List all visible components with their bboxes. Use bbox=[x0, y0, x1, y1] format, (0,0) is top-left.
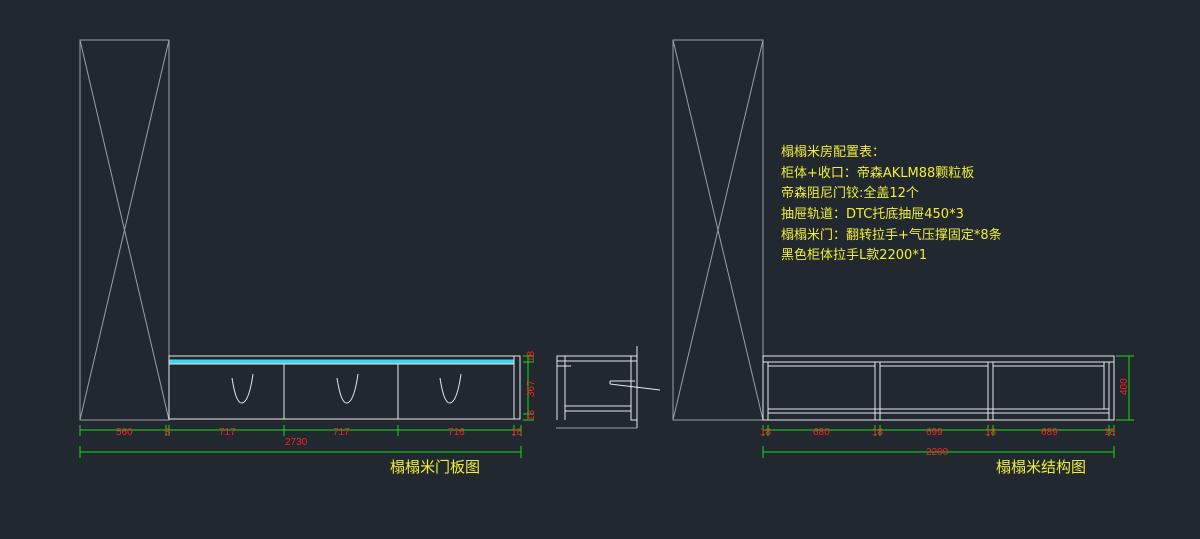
door-width-16: 16 bbox=[511, 427, 523, 438]
glass-top-strip bbox=[169, 359, 514, 365]
door-width-717-b: 717 bbox=[333, 427, 350, 438]
door-total-width: 2730 bbox=[285, 437, 308, 448]
structure-total-width: 2200 bbox=[926, 447, 949, 458]
door-width-717-a: 717 bbox=[219, 427, 236, 438]
left-wardrobe-outline bbox=[79, 39, 170, 421]
structure-height-400: 400 bbox=[1119, 378, 1130, 395]
notes-line-3: 帝森阻尼门铰:全盖12个 bbox=[781, 185, 919, 201]
door-handle-curve-1 bbox=[231, 373, 254, 404]
structure-dimension-row bbox=[762, 425, 1115, 458]
door-height-367: 367 bbox=[526, 380, 537, 397]
tatami-door-body bbox=[168, 355, 521, 420]
structure-height-dimension bbox=[1116, 355, 1134, 421]
door-width-560: 560 bbox=[116, 427, 133, 438]
door-panel-view: 560 8 717 717 716 16 2730 18 367 18 榻榻米门… bbox=[79, 39, 537, 476]
notes-line-1: 榻榻米房配置表： bbox=[781, 144, 885, 160]
notes-line-5: 榻榻米门：翻转拉手+气压撑固定*8条 bbox=[781, 227, 1002, 243]
structure-width-689: 689 bbox=[1041, 427, 1058, 438]
structure-view: 18 680 18 699 18 689 18 2200 400 榻榻米结构图 bbox=[672, 39, 1134, 476]
tatami-structure-body bbox=[762, 355, 1115, 421]
section-view bbox=[556, 346, 661, 429]
door-handle-curve-2 bbox=[336, 373, 359, 404]
structure-width-680: 680 bbox=[813, 427, 830, 438]
structure-width-18-c: 18 bbox=[985, 427, 997, 438]
door-dimension-row bbox=[79, 425, 522, 458]
right-wardrobe-outline bbox=[672, 39, 764, 421]
structure-width-18-b: 18 bbox=[872, 427, 884, 438]
structure-width-18-a: 18 bbox=[760, 427, 772, 438]
door-handle-curve-3 bbox=[439, 373, 462, 404]
notes-line-6: 黑色柜体拉手L款2200*1 bbox=[781, 247, 927, 263]
configuration-notes: 榻榻米房配置表： 柜体+收口：帝森AKLM88颗粒板 帝森阻尼门铰:全盖12个 … bbox=[781, 144, 1002, 263]
notes-line-2: 柜体+收口：帝森AKLM88颗粒板 bbox=[781, 165, 974, 181]
structure-width-699: 699 bbox=[926, 427, 943, 438]
door-width-716: 716 bbox=[448, 427, 465, 438]
door-height-18-bottom: 18 bbox=[526, 409, 537, 421]
structure-width-18-d: 18 bbox=[1104, 427, 1116, 438]
door-view-title: 榻榻米门板图 bbox=[390, 458, 480, 476]
door-height-dimension bbox=[523, 355, 534, 421]
door-height-18-top: 18 bbox=[526, 350, 537, 362]
structure-view-title: 榻榻米结构图 bbox=[996, 458, 1086, 476]
notes-line-4: 抽屉轨道：DTC托底抽屉450*3 bbox=[781, 206, 964, 222]
door-width-8: 8 bbox=[165, 427, 171, 438]
